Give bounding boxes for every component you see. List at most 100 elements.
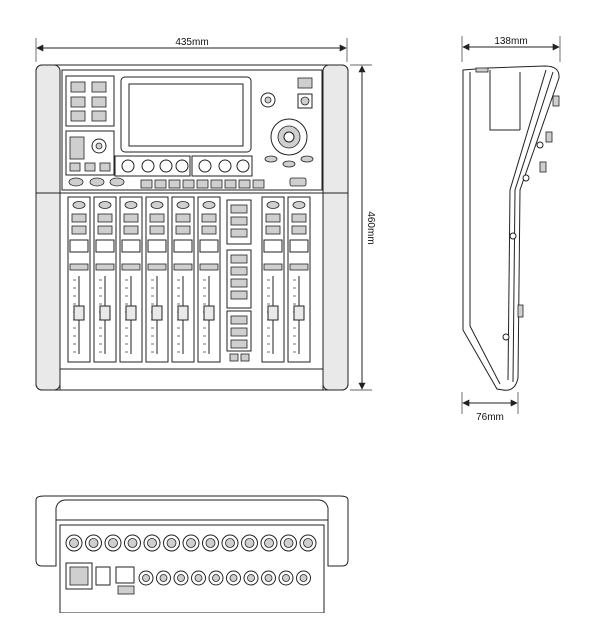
height-label: 460mm	[365, 211, 376, 244]
xlr-input-core	[244, 538, 255, 548]
upper-row-button	[224, 179, 237, 189]
width-label: 435mm	[175, 37, 208, 48]
fader-cap	[203, 305, 215, 321]
depth-dimension: 138mm	[461, 36, 561, 62]
master-fader-cap	[293, 305, 305, 321]
front-lip	[59, 368, 324, 391]
width-dimension: 435mm	[35, 37, 348, 62]
fader-cap	[125, 305, 137, 321]
master-label	[289, 263, 309, 271]
mute-button	[71, 213, 87, 223]
output-jack-core	[282, 574, 290, 582]
solo-button	[149, 225, 165, 235]
master-scribble	[289, 239, 309, 253]
rear-view	[35, 495, 349, 614]
output-jack-core	[247, 574, 255, 582]
channel-strip	[171, 196, 195, 363]
solo-button	[123, 225, 139, 235]
sel-button	[72, 201, 86, 209]
scribble-strip	[95, 239, 115, 253]
upper-row-button	[196, 179, 209, 189]
xlr-input-core	[225, 538, 235, 548]
channel-strip	[145, 196, 169, 363]
sel-button	[150, 201, 164, 209]
upper-button-row	[140, 179, 265, 189]
rear-lid	[35, 495, 349, 567]
channel-strip	[119, 196, 143, 363]
upper-left-buttons	[65, 75, 125, 187]
right-cheek	[322, 64, 349, 391]
master-solo-button	[291, 225, 307, 235]
side-height-dimension: 76mm	[461, 392, 519, 423]
master-strip	[287, 196, 311, 363]
master-mute-button	[265, 213, 281, 223]
solo-button	[97, 225, 113, 235]
solo-button	[175, 225, 191, 235]
master-scribble	[263, 239, 283, 253]
upper-row-button	[154, 179, 167, 189]
xlr-input-core	[147, 538, 157, 548]
output-jack-core	[212, 574, 220, 582]
sel-button	[202, 201, 216, 209]
sel-button	[98, 201, 112, 209]
screen-knob-groups	[114, 155, 253, 177]
upper-row-button	[210, 179, 223, 189]
master-strips	[261, 196, 311, 363]
rear-jack-row	[138, 570, 311, 586]
side-height-label: 76mm	[476, 412, 504, 423]
upper-row-button	[238, 179, 251, 189]
mute-button	[123, 213, 139, 223]
xlr-input-core	[303, 538, 313, 548]
side-view: 138mm 76mm	[461, 36, 561, 423]
xlr-input-core	[69, 538, 79, 548]
channel-strip	[93, 196, 117, 363]
upper-row-button	[182, 179, 195, 189]
scribble-strip	[147, 239, 167, 253]
upper-right-controls	[260, 77, 314, 187]
top-view: 435mm 460mm	[35, 37, 376, 391]
mute-button	[175, 213, 191, 223]
xlr-input-core	[205, 538, 216, 548]
xlr-input-core	[166, 538, 177, 548]
scribble-strip	[199, 239, 219, 253]
power-socket	[65, 562, 135, 595]
fader-cap	[151, 305, 163, 321]
sel-button	[176, 201, 190, 209]
xlr-input-core	[264, 538, 274, 548]
channel-strip	[197, 196, 221, 363]
upper-row-button	[168, 179, 181, 189]
strip-label	[199, 263, 219, 271]
solo-button	[201, 225, 217, 235]
height-dimension: 460mm	[350, 64, 376, 391]
xlr-input-core	[127, 538, 138, 548]
master-sel-button	[292, 201, 306, 209]
mute-button	[201, 213, 217, 223]
channel-strips	[67, 196, 221, 363]
xlr-input-core	[108, 538, 118, 548]
mute-button	[149, 213, 165, 223]
master-solo-button	[265, 225, 281, 235]
master-mute-button	[291, 213, 307, 223]
xlr-input-core	[186, 538, 196, 548]
rear-xlr-row	[65, 534, 317, 552]
output-jack-core	[177, 574, 185, 582]
output-jack-core	[194, 574, 203, 582]
solo-button	[71, 225, 87, 235]
side-profile	[462, 65, 560, 391]
sel-button	[124, 201, 138, 209]
strip-label	[69, 263, 89, 271]
touch-screen	[120, 76, 252, 153]
left-cheek	[35, 64, 61, 391]
mute-button	[97, 213, 113, 223]
output-jack-core	[264, 574, 273, 582]
fader-cap	[99, 305, 111, 321]
master-sel-button	[266, 201, 280, 209]
output-jack-core	[299, 574, 308, 582]
center-section	[226, 199, 252, 362]
depth-label: 138mm	[494, 36, 527, 47]
xlr-input-core	[283, 538, 294, 548]
fader-cap	[73, 305, 85, 321]
master-label	[263, 263, 283, 271]
